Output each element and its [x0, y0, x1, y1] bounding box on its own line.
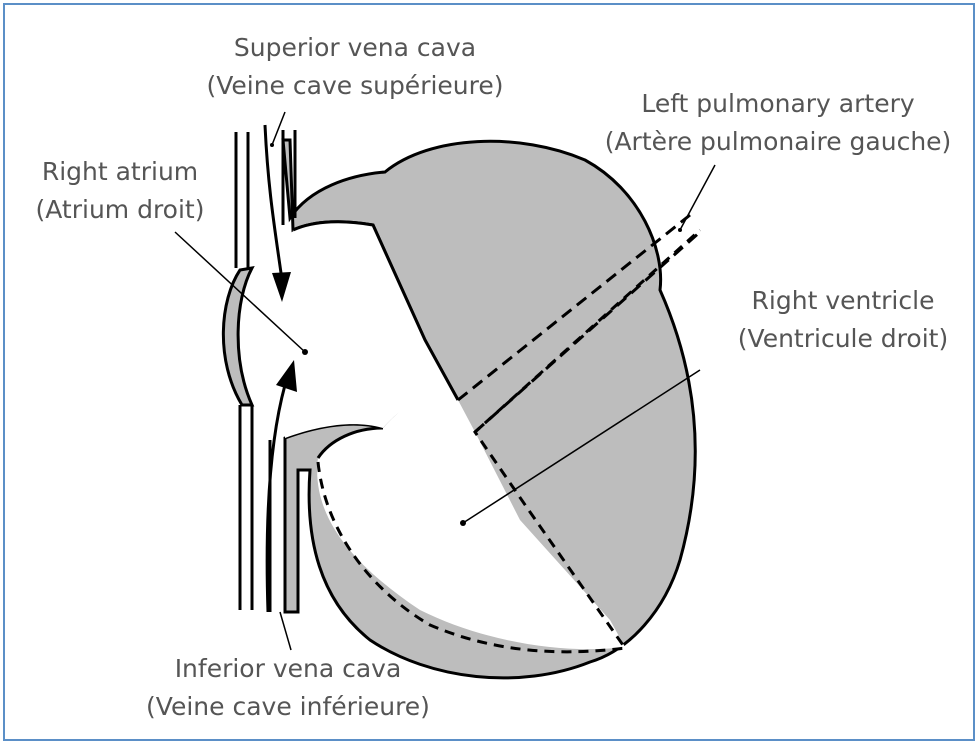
svc-label-en: Superior vena cava: [234, 33, 476, 62]
ra-label-fr: (Atrium droit): [36, 195, 205, 224]
right-atrium-marker: [302, 349, 308, 355]
rv-label-fr: (Ventricule droit): [738, 324, 948, 353]
ivc-label-en: Inferior vena cava: [175, 654, 402, 683]
svc-flow-arrow: [265, 125, 282, 280]
lpa-label-en: Left pulmonary artery: [641, 89, 915, 118]
svc-marker: [270, 143, 274, 147]
ra-label-en: Right atrium: [42, 157, 198, 186]
right-ventricle-marker: [460, 520, 466, 526]
lpa-marker: [678, 228, 682, 232]
svc-label-fr: (Veine cave supérieure): [206, 71, 503, 100]
rv-label-en: Right ventricle: [752, 286, 935, 315]
vena-cava-bulge: [223, 268, 252, 405]
ivc-label-fr: (Veine cave inférieure): [146, 692, 430, 721]
lpa-label-fr: (Artère pulmonaire gauche): [605, 127, 952, 156]
